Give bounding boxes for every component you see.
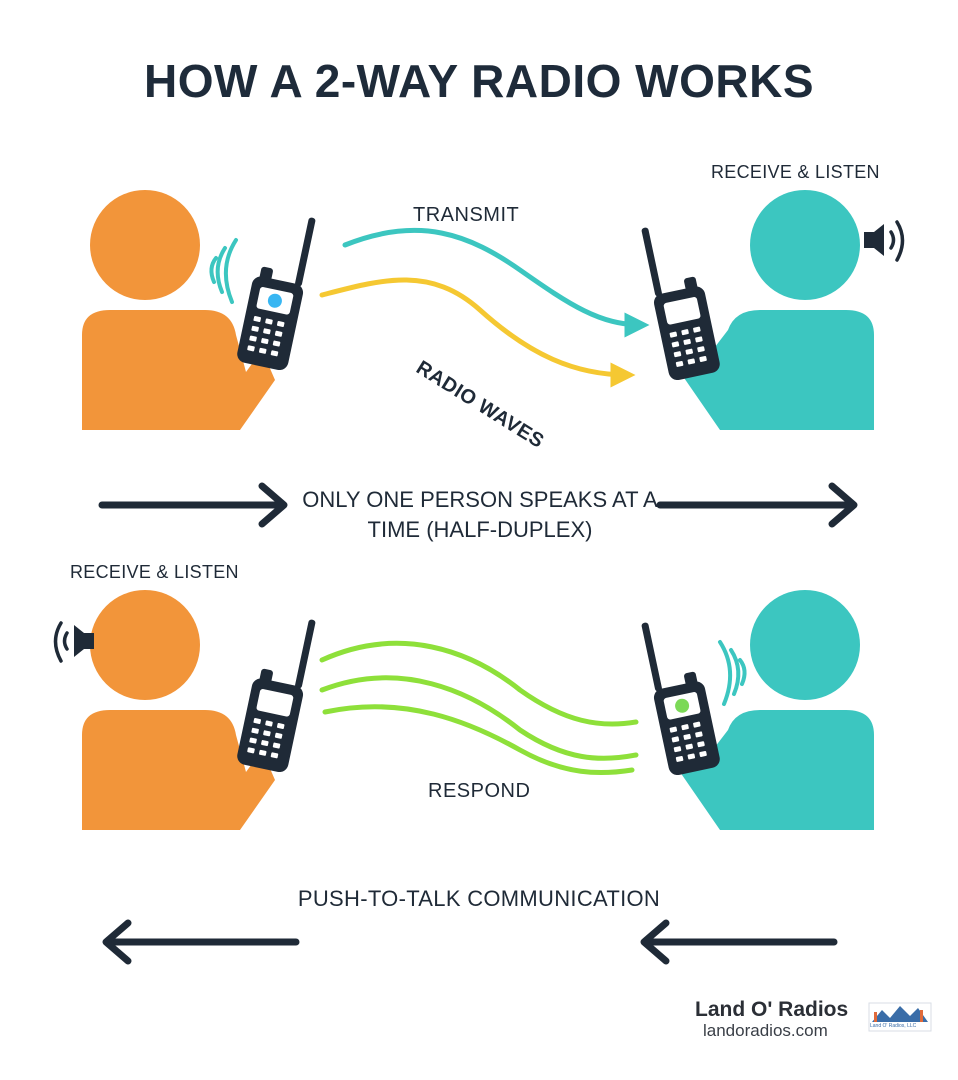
- walkie-talkie-icon: [237, 217, 316, 371]
- receive-listen-label-bottom: RECEIVE & LISTEN: [70, 562, 239, 582]
- respond-waves: [319, 640, 639, 776]
- person-right-top: [680, 190, 874, 430]
- speaker-icon: [864, 220, 905, 262]
- walkie-talkie-icon: [237, 619, 316, 773]
- walkie-talkie-icon: [641, 227, 720, 381]
- person-right-bottom: [680, 590, 874, 830]
- speaker-icon: [53, 621, 94, 663]
- transmit-label: TRANSMIT: [413, 204, 520, 226]
- brand-url: landoradios.com: [703, 1021, 828, 1040]
- arrow-right-icon: [98, 482, 288, 528]
- brand-name: Land O' Radios: [695, 998, 849, 1021]
- page-title: HOW A 2-WAY RADIO WORKS: [143, 55, 814, 107]
- sound-waves-icon: [718, 640, 747, 706]
- arrow-right-icon: [656, 482, 858, 528]
- sound-waves-icon: [209, 238, 238, 304]
- brand-logo-text: Land O' Radios, LLC: [870, 1023, 917, 1029]
- receive-listen-label-top: RECEIVE & LISTEN: [711, 162, 880, 182]
- push-to-talk-label: PUSH-TO-TALK COMMUNICATION: [297, 886, 661, 911]
- person-left-top: [82, 190, 275, 430]
- walkie-talkie-icon: [641, 622, 720, 776]
- arrow-left-icon: [640, 919, 838, 965]
- radio-wave: [319, 277, 636, 388]
- arrow-left-icon: [102, 919, 300, 965]
- person-left-bottom: [82, 590, 275, 830]
- half-duplex-label: ONLY ONE PERSON SPEAKS AT A TIME (HALF-D…: [302, 487, 658, 542]
- transmit-wave: [342, 227, 650, 338]
- brand-logo: [868, 1002, 932, 1032]
- respond-label: RESPOND: [428, 780, 531, 802]
